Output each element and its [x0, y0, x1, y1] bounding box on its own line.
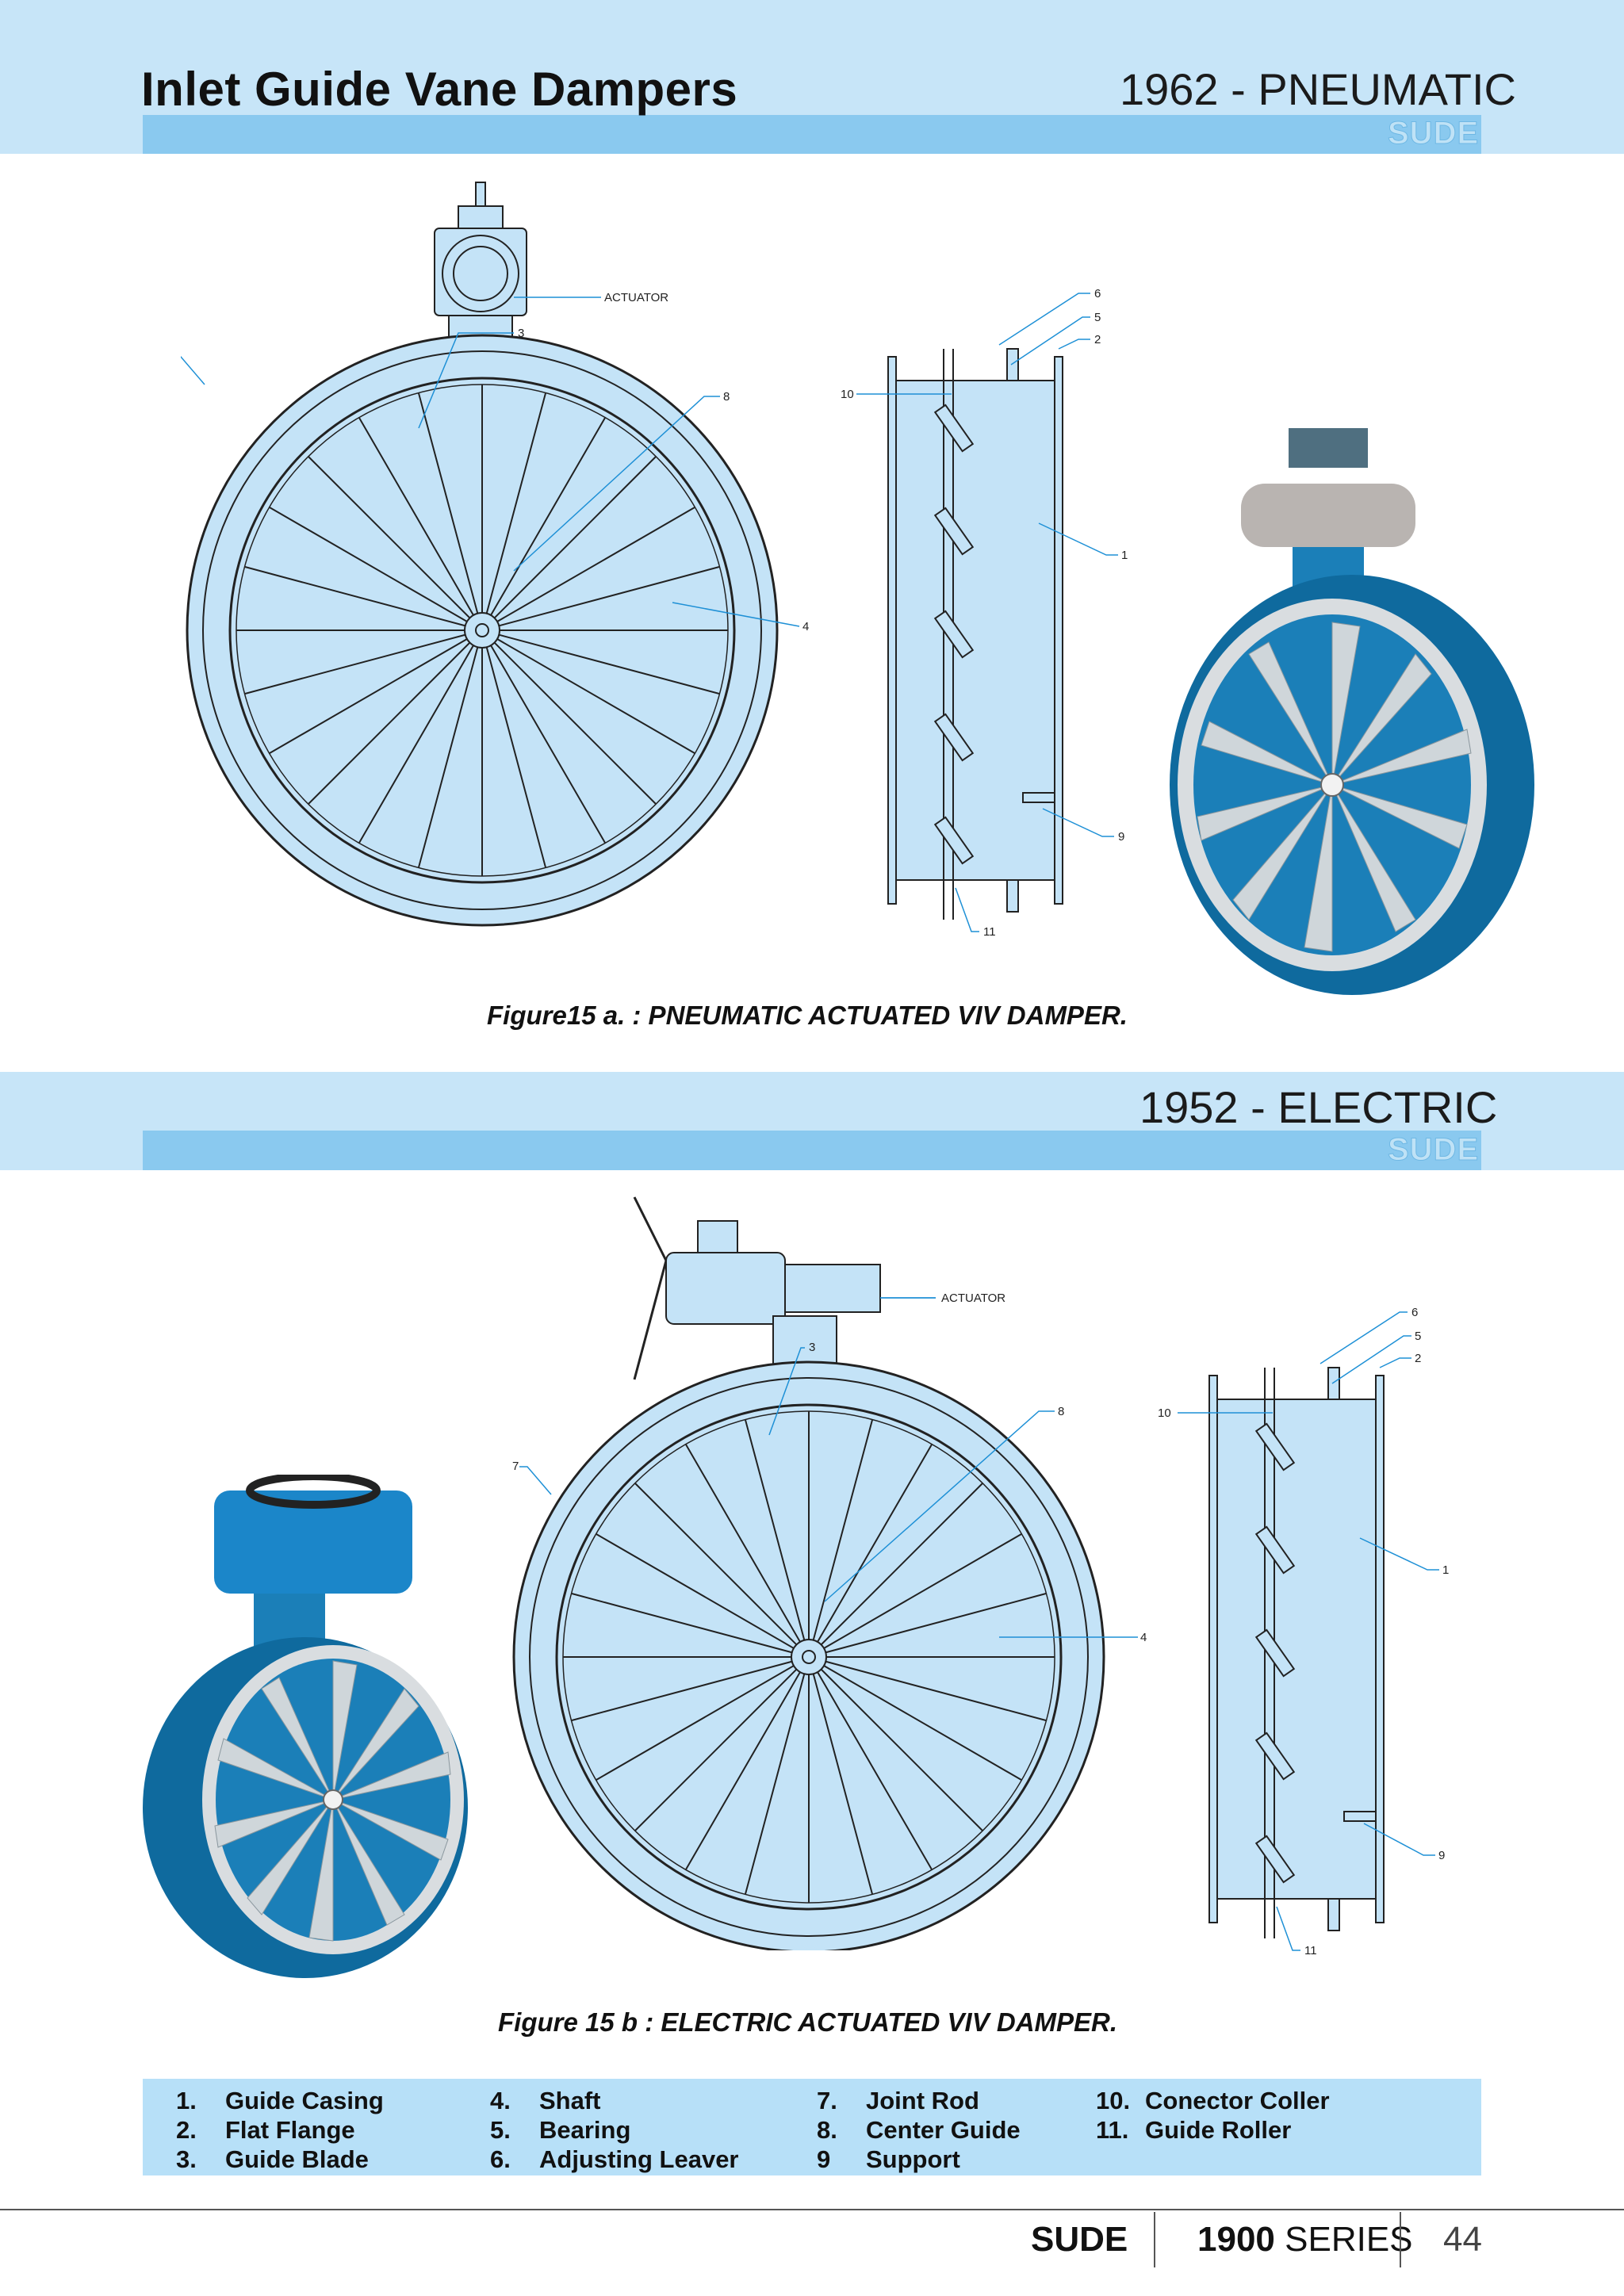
front-callout-4: 4 [802, 620, 809, 633]
legend-label: Center Guide [866, 2116, 1021, 2144]
front-callouts [181, 297, 800, 627]
legend-item: 8. Center Guide [817, 2116, 1021, 2145]
side-callout-10-b: 10 [1158, 1406, 1171, 1420]
front-callout-3-b: 3 [809, 1341, 815, 1354]
front-casing-drawing [186, 334, 779, 927]
footer-series: 1900 SERIES [1197, 2220, 1413, 2260]
side-casing-drawing-b [1208, 1367, 1385, 1938]
legend-item: 2. Flat Flange [176, 2116, 355, 2145]
legend-label: Flat Flange [225, 2116, 355, 2144]
figure-a-product-photo [1170, 428, 1534, 995]
side-callouts-b [1178, 1311, 1439, 1951]
side-callouts [856, 293, 1118, 932]
legend-item: 4. Shaft [490, 2087, 601, 2115]
legend-number: 5. [490, 2116, 511, 2144]
legend-number: 2. [176, 2116, 197, 2144]
figure-b-caption: Figure 15 b : ELECTRIC ACTUATED VIV DAMP… [498, 2007, 1118, 2037]
side-callout-6-b: 6 [1411, 1306, 1418, 1319]
section-b-brand-mark: SUDE [1387, 1132, 1480, 1168]
legend-number: 10. [1096, 2087, 1131, 2114]
legend-label: Guide Casing [225, 2087, 384, 2114]
legend-item: 7. Joint Rod [817, 2087, 979, 2115]
front-callouts-b [519, 1297, 1138, 1638]
legend-label: Guide Blade [225, 2145, 369, 2173]
legend-label: Joint Rod [866, 2087, 979, 2114]
legend-label: Adjusting Leaver [539, 2145, 739, 2173]
side-callout-2-b: 2 [1415, 1352, 1421, 1365]
front-callout-4-b: 4 [1140, 1631, 1147, 1644]
side-callout-5: 5 [1094, 311, 1101, 324]
footer-series-word: SERIES [1285, 2220, 1413, 2259]
page-title: Inlet Guide Vane Dampers [141, 63, 738, 116]
figure-a-front-view: ACTUATOR 3 7 8 4 [181, 182, 809, 927]
section-a-brand-mark: SUDE [1387, 116, 1480, 151]
actuator-electric-drawing [633, 1196, 881, 1380]
footer-series-number: 1900 [1197, 2220, 1275, 2259]
page-number: 44 [1443, 2220, 1482, 2259]
legend-number: 3. [176, 2145, 197, 2173]
legend-label: Bearing [539, 2116, 631, 2144]
legend-item: 5. Bearing [490, 2116, 630, 2145]
section-a-label: 1962 - PNEUMATIC [1120, 64, 1516, 114]
footer-separator [1154, 2212, 1155, 2267]
footer-separator [1400, 2212, 1401, 2267]
legend-item: 10. Conector Coller [1096, 2087, 1330, 2115]
legend-number: 8. [817, 2116, 837, 2144]
footer-rule [0, 2209, 1624, 2210]
front-callout-8: 8 [723, 390, 730, 404]
legend-item: 3. Guide Blade [176, 2145, 369, 2174]
front-callout-actuator: ACTUATOR [604, 291, 668, 304]
front-casing-drawing-b [512, 1360, 1105, 1950]
side-callout-6: 6 [1094, 287, 1101, 300]
front-callout-7-b: 7 [512, 1460, 519, 1473]
section-b-bar [143, 1131, 1481, 1170]
legend-label: Support [866, 2145, 960, 2173]
side-callout-11-b: 11 [1304, 1944, 1317, 1957]
legend-label: Conector Coller [1145, 2087, 1330, 2114]
front-callout-actuator-b: ACTUATOR [941, 1292, 1005, 1305]
parts-legend: 1. Guide Casing 2. Flat Flange 3. Guide Bla… [143, 2079, 1481, 2175]
side-callout-5-b: 5 [1415, 1330, 1421, 1343]
side-callout-11: 11 [983, 925, 996, 939]
legend-item: 11. Guide Roller [1096, 2116, 1291, 2145]
side-callout-1-b: 1 [1442, 1563, 1449, 1577]
legend-number: 7. [817, 2087, 837, 2114]
legend-item: 6. Adjusting Leaver [490, 2145, 739, 2174]
side-callout-9: 9 [1118, 830, 1124, 844]
figure-b-side-view: 6 5 2 10 1 9 11 [1158, 1306, 1449, 1957]
legend-label: Shaft [539, 2087, 601, 2114]
legend-number: 1. [176, 2087, 197, 2114]
side-callout-2: 2 [1094, 333, 1101, 346]
header-bar [143, 115, 1481, 154]
legend-item: 9 Support [817, 2145, 960, 2174]
side-callout-9-b: 9 [1438, 1849, 1445, 1862]
legend-number: 11. [1096, 2116, 1129, 2144]
figure-a-caption: Figure15 a. : PNEUMATIC ACTUATED VIV DAM… [487, 1001, 1128, 1030]
actuator-pneumatic-drawing [434, 182, 527, 352]
legend-item: 1. Guide Casing [176, 2087, 384, 2115]
side-callout-1: 1 [1121, 549, 1128, 562]
figure-b-product-photo [143, 1475, 468, 1978]
footer-brand: SUDE [1031, 2220, 1128, 2259]
legend-number: 4. [490, 2087, 511, 2114]
side-callout-10: 10 [841, 388, 854, 401]
legend-number: 6. [490, 2145, 511, 2173]
figure-b-front-view: ACTUATOR 3 7 8 4 [512, 1196, 1147, 1950]
section-b-label: 1952 - ELECTRIC [1139, 1082, 1498, 1132]
figure-a-side-view: 6 5 2 10 1 9 11 [841, 287, 1128, 939]
front-callout-3: 3 [518, 327, 524, 340]
legend-label: Guide Roller [1145, 2116, 1292, 2144]
legend-number: 9 [817, 2145, 831, 2173]
front-callout-8-b: 8 [1058, 1405, 1064, 1418]
side-casing-drawing [887, 348, 1063, 920]
